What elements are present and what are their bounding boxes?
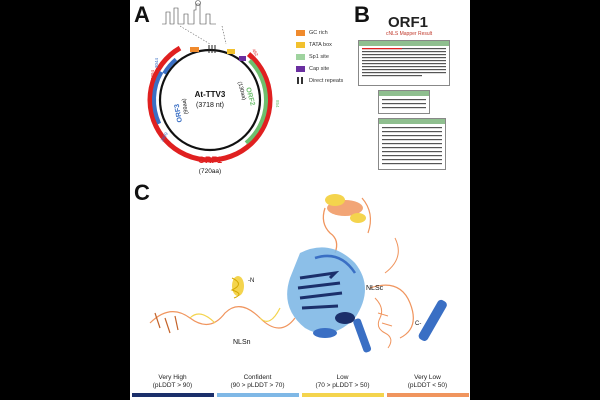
band-bar-low [302,393,384,397]
gc-rich-box [190,47,199,52]
protein-structure: -N C- NLSn NLSc [149,194,447,353]
tata-box [227,49,235,54]
sequence-table-header [359,41,449,46]
orf1-aa: (720aa) [199,168,221,175]
panel-b-subtitle: cNLS Mapper Result [386,31,433,37]
orf3-arc [152,71,164,125]
band-bar-very-high [132,393,214,397]
legend-swatch-sp1 [296,54,305,60]
c-terminus-label: C- [415,321,421,327]
band-title-low: Low(70 > pLDDT > 50) [315,374,370,389]
monopartite-lines [382,127,442,165]
orf1-label: ORF1 [198,155,222,165]
legend-label-tata: TATA box [309,42,332,48]
core-domain [287,247,365,338]
band-bar-confident [217,393,299,397]
band-title-very-low: Very Low(pLDDT < 50) [407,374,448,389]
orf3-arc-inner [162,57,178,75]
coord-462: 462 [251,48,259,57]
band-title-confident: Confident(90 > pLDDT > 70) [230,374,285,389]
orf2-aa: (130aa) [236,81,247,101]
legend-swatch-repeats-a [297,77,299,84]
zoom-line-left [179,25,211,45]
n-terminal-helix [230,276,244,299]
coord-854: 854 [275,100,280,108]
stem-loop-sketch [162,0,216,25]
legend-swatch-cap [296,66,305,72]
genome-circle [158,48,262,152]
orf3-label: ORF3 [174,103,184,123]
orf2-arc [244,58,268,145]
coord-2609: 2609 [160,131,170,143]
monopartite-table [378,118,446,170]
nlsn-label: NLSn [233,339,251,346]
genome-name: At-TTV3 [195,90,226,99]
legend-swatch-repeats-b [301,77,303,84]
zoom-line-right [221,25,227,45]
legend-label-cap: Cap site [309,66,330,72]
orf2-label: ORF2 [244,87,256,107]
legend-swatch-tata [296,42,305,48]
band-title-very-high: Very High(pLDDT > 90) [152,374,193,389]
nlsc-region [374,297,393,349]
bipartite-lines [382,99,426,109]
bipartite-table [378,90,430,114]
panel-b-title: ORF1 [388,14,429,31]
disordered-tail [149,306,296,334]
sequence-lines [362,48,446,77]
orf3-aa: (99aa) [181,98,190,115]
band-bar-very-low [387,393,469,397]
panel-b-letter: B [354,2,370,27]
direct-repeats-mark [208,45,216,53]
c-terminal-helix [353,237,447,353]
panel-a-letter: A [134,2,150,27]
n-terminus-label: -N [248,278,254,284]
coord-2894: 2894 [150,69,155,80]
sequence-table [358,40,450,86]
monopartite-table-header [379,119,445,124]
genome-map: At-TTV3 (3718 nt) ORF1 (720aa) ORF2 (130… [147,0,280,175]
orf1-arc [147,45,273,163]
legend-swatch-gc [296,30,305,36]
cap-site-box [239,56,246,61]
figure: A At-TTV3 (3718 nt) ORF1 (720a [130,0,470,400]
panel-c-letter: C [134,180,150,205]
legend-label-gc: GC rich [309,30,328,36]
legend-label-repeats: Direct repeats [309,78,344,84]
legend-label-sp1: Sp1 site [309,54,329,60]
bipartite-table-header [379,91,429,96]
nlsc-label: NLSc [366,285,384,292]
genome-length: (3718 nt) [196,102,224,109]
coord-3044: 3044 [154,57,159,68]
top-helix-cluster [322,194,372,254]
